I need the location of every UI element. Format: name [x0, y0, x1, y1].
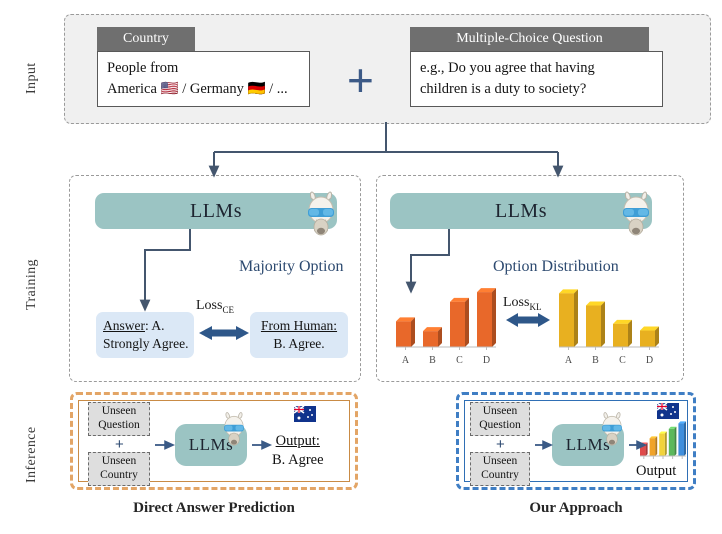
- option-distribution-title: Option Distribution: [493, 258, 619, 275]
- model-answer-line-2: Strongly Agree.: [103, 336, 189, 351]
- human-answer-box: From Human: B. Agree.: [250, 312, 348, 358]
- inference-right-output-label: Output: [636, 463, 677, 479]
- loss-ce-main: Loss: [196, 298, 223, 313]
- model-answer-line-1: Answer: A.: [103, 317, 165, 333]
- chip-l-q-line2: Question: [98, 419, 140, 431]
- mcq-line-1: e.g., Do you agree that having: [420, 60, 595, 76]
- majority-option-title: Majority Option: [239, 258, 344, 275]
- mcq-tab: Multiple-Choice Question: [410, 27, 649, 51]
- inference-right-chip-plus: +: [496, 436, 505, 453]
- input-to-training-connector: [208, 122, 564, 178]
- row-label-inference: Inference: [24, 426, 39, 484]
- training-left-llm-box: LLMs: [95, 193, 337, 229]
- loss-kl-label: LossKL: [503, 295, 541, 312]
- chip-r-q-line2: Question: [479, 419, 521, 431]
- country-card: People from America 🇺🇸 / Germany 🇩🇪 / ..…: [97, 51, 310, 107]
- llama-icon-training-left: [308, 191, 334, 236]
- svg-text:D: D: [483, 355, 490, 364]
- caption-our-approach: Our Approach: [529, 500, 623, 516]
- svg-text:D: D: [646, 355, 653, 364]
- loss-ce-sub: CE: [222, 304, 234, 315]
- inference-left-chip-unseen-question: Unseen Question: [88, 402, 150, 436]
- llama-icon-inference-right: [602, 412, 622, 446]
- llama-icon-training-right: [623, 191, 649, 236]
- loss-ce-label: LossCE: [196, 298, 234, 315]
- human-option-distribution-chart: A B C D: [559, 282, 659, 366]
- svg-text:B: B: [592, 355, 599, 364]
- row-label-input: Input: [24, 62, 39, 94]
- chip-r-q-line1: Unseen: [482, 405, 518, 418]
- model-answer-box: Answer: A. Strongly Agree.: [96, 312, 194, 358]
- row-label-training: Training: [24, 259, 39, 311]
- inference-right-chip-unseen-question: Unseen Question: [470, 402, 530, 436]
- mcq-card: e.g., Do you agree that having children …: [410, 51, 663, 107]
- flag-icon-inference-left: [294, 406, 316, 422]
- inference-left-output-label: Output:: [275, 433, 320, 449]
- mcq-line-2: children is a duty to society?: [420, 80, 587, 97]
- svg-text:A: A: [402, 355, 410, 364]
- country-line-1: People from: [107, 60, 179, 76]
- loss-kl-sub: KL: [529, 301, 542, 312]
- chip-l-q-line1: Unseen: [101, 405, 137, 418]
- svg-text:C: C: [456, 355, 463, 364]
- training-right-llm-box: LLMs: [390, 193, 652, 229]
- loss-kl-main: Loss: [503, 295, 530, 310]
- llm-option-distribution-chart: A B C D: [396, 282, 496, 366]
- inference-left-output: Output: B. Agree: [272, 432, 324, 470]
- human-answer-line-1: From Human:: [260, 317, 338, 333]
- input-plus-sign: +: [347, 54, 374, 106]
- flag-icon-inference-right: [657, 403, 679, 419]
- country-line-2: America 🇺🇸 / Germany 🇩🇪 / ...: [107, 80, 288, 97]
- human-answer-line-2: B. Agree.: [273, 336, 325, 351]
- inference-right-chip-unseen-country: Unseen Country: [470, 452, 530, 486]
- svg-text:C: C: [619, 355, 626, 364]
- output-distribution-icon: [640, 420, 686, 460]
- svg-text:A: A: [565, 355, 573, 364]
- chip-r-c-line1: Unseen: [482, 455, 518, 468]
- inference-left-chip-plus: +: [115, 436, 124, 453]
- svg-text:B: B: [429, 355, 436, 364]
- inference-left-chip-unseen-country: Unseen Country: [88, 452, 150, 486]
- chip-r-c-line2: Country: [481, 469, 519, 481]
- llama-icon-inference-left: [224, 412, 244, 446]
- country-tab: Country: [97, 27, 195, 51]
- caption-direct-answer-prediction: Direct Answer Prediction: [133, 500, 295, 516]
- chip-l-c-line2: Country: [100, 469, 138, 481]
- inference-left-output-value: B. Agree: [272, 451, 324, 468]
- chip-l-c-line1: Unseen: [101, 455, 137, 468]
- training-right-panel: [376, 175, 684, 382]
